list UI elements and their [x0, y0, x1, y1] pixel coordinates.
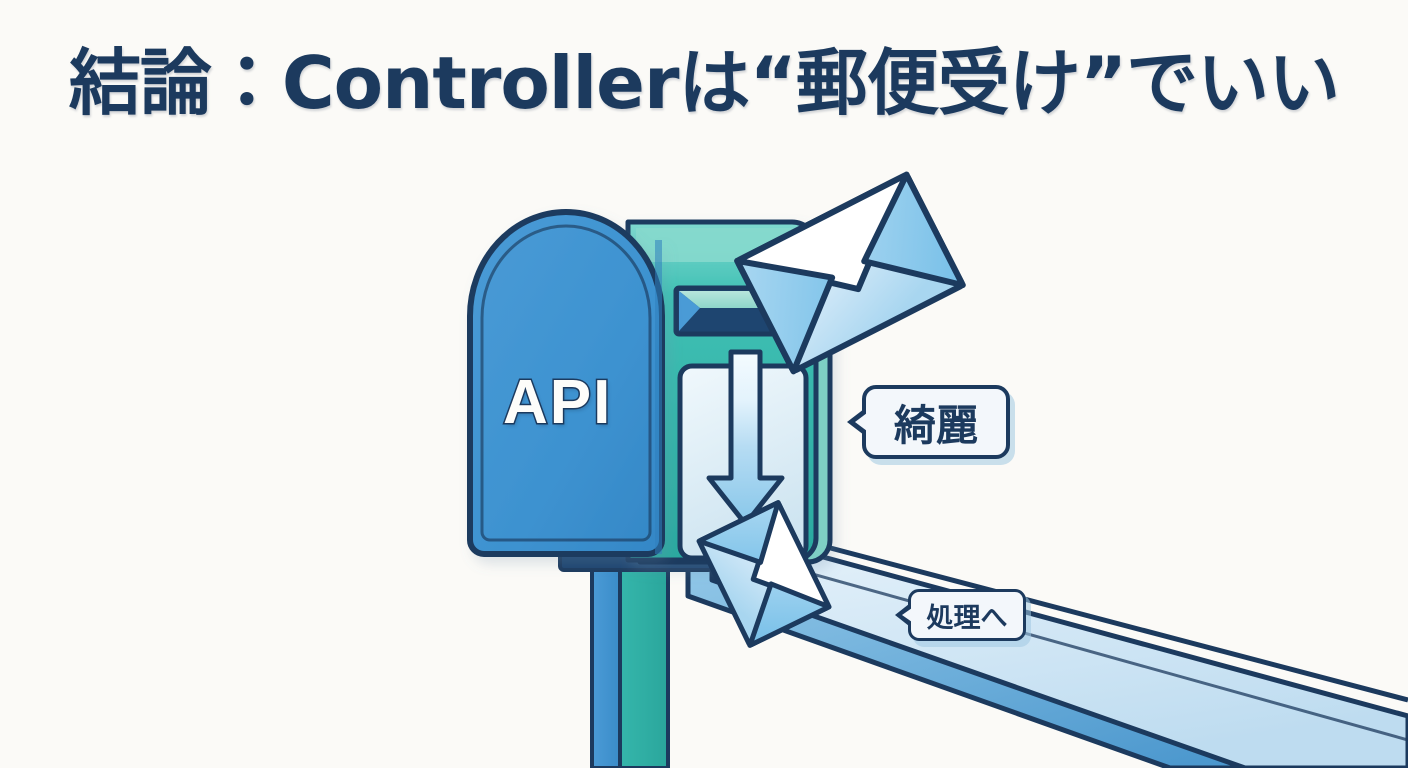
callout-process: 処理へ [908, 589, 1026, 641]
incoming-envelope [734, 171, 966, 375]
mailbox-post [590, 560, 670, 768]
callout-process-text: 処理へ [926, 602, 1008, 634]
callout-clean-text: 綺麗 [893, 400, 978, 450]
callout-clean: 綺麗 [862, 385, 1010, 459]
down-arrow-icon [706, 349, 785, 527]
mailbox-door [467, 209, 665, 557]
outgoing-envelope [696, 500, 832, 648]
